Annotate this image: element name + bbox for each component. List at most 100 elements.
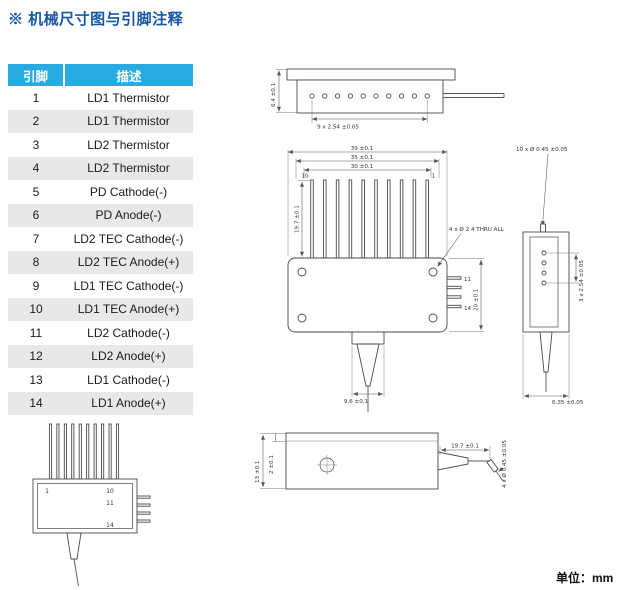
- dim-mid-width: 35 ±0.1: [295, 155, 440, 179]
- bottom-view-mount-hole: [317, 455, 337, 475]
- page-title: ※ 机械尺寸图与引脚注释: [8, 11, 184, 28]
- mount-hole-callout: 4 x Ø 2.4 THRU ALL: [437, 226, 505, 267]
- table-row: 8 LD2 TEC Anode(+): [8, 250, 193, 274]
- dim-pin-pitch: 9 x 2.54 ±0.05: [311, 100, 428, 131]
- front-view-side-pins: [446, 276, 462, 309]
- pin-description: LD2 Thermistor: [87, 161, 170, 176]
- dim-lid-offset: 2 ±0.1: [269, 433, 286, 474]
- pin10-label: 10: [301, 174, 309, 180]
- pin-table-header-desc: 描述: [64, 64, 193, 86]
- pin-diameter-callout: 10 x Ø 0.45 ±0.05: [516, 146, 568, 227]
- dim-body-height: 20 ±0.1: [449, 258, 484, 332]
- pin-description: LD2 Anode(+): [91, 349, 166, 364]
- dim-label-lid-offset: 2 ±0.1: [269, 455, 275, 474]
- pin-description: LD2 Cathode(-): [87, 325, 170, 340]
- pin-map-body-inner: [37, 483, 133, 529]
- dim-label-depth: 6.35 ±0.05: [552, 400, 584, 406]
- table-row: 5 PD Cathode(-): [8, 180, 193, 204]
- dim-label-body-height: 20 ±0.1: [474, 288, 480, 311]
- pin-number: 14: [29, 396, 43, 411]
- pin-map-pin1-label: 1: [45, 488, 49, 495]
- dim-label-pin-diameter: 10 x Ø 0.45 ±0.05: [516, 146, 568, 153]
- front-view-body: [287, 257, 448, 333]
- pin-description: LD1 Anode(+): [91, 396, 166, 411]
- pin-map-side-pins: [136, 495, 151, 523]
- side-view-body: [522, 231, 570, 333]
- dim-inner-width: 30 ±0.1: [303, 164, 432, 179]
- table-row: 13 LD1 Cathode(-): [8, 368, 193, 392]
- pin-map-nose: [66, 532, 82, 587]
- top-view-drawing: 9 x 2.54 ±0.05 6.4 ±0.1: [271, 68, 505, 131]
- table-row: 12 LD2 Anode(+): [8, 344, 193, 368]
- table-row: 1 LD1 Thermistor: [8, 86, 193, 110]
- front-view-drawing: 39 ±0.1 35 ±0.1 30 ±0.1 10 1: [287, 146, 505, 412]
- dim-label-side-pin-pitch: 3 x 2.54 ±0.05: [579, 260, 585, 302]
- bottom-view-drawing: 19.7 ±0.1 13 ±0.1 2 ±0.1 4 x Ø 0.45 ±0.0…: [255, 432, 508, 490]
- side-view-drawing: 10 x Ø 0.45 ±0.05 3 x 2.54 ±0.05: [516, 146, 585, 406]
- dim-label-side-pin-diameter: 4 x Ø 0.45 ±0.05: [501, 440, 508, 488]
- dim-bottom-height: 13 ±0.1: [255, 433, 286, 489]
- pin-number: 8: [32, 255, 40, 270]
- pin-map-body: [32, 478, 138, 534]
- top-view-pin-holes: [309, 93, 430, 99]
- pin-number: 4: [32, 161, 40, 176]
- side-view-nose: [539, 331, 553, 392]
- pin-description: LD1 TEC Cathode(-): [73, 278, 184, 293]
- pin-description: LD2 TEC Anode(+): [77, 255, 180, 270]
- pin-number: 3: [32, 137, 40, 152]
- top-view-fiber: [443, 93, 505, 98]
- bottom-view-fiber: [437, 451, 504, 482]
- pin-description: LD1 Thermistor: [87, 90, 170, 105]
- dim-label-mount-holes: 4 x Ø 2.4 THRU ALL: [449, 226, 505, 233]
- dim-side-pin-pitch: 3 x 2.54 ±0.05: [547, 252, 585, 302]
- pin-number: 13: [29, 372, 43, 387]
- table-row: 9 LD1 TEC Cathode(-): [8, 274, 193, 298]
- pin-map-drawing: 1 10 11 14: [32, 423, 151, 587]
- front-view-nose: [351, 331, 385, 412]
- side-view-pin-stub: [540, 223, 546, 233]
- dim-label-mid-width: 35 ±0.1: [351, 155, 374, 161]
- pin-map-pin11-label: 11: [106, 500, 114, 507]
- pin-number: 2: [32, 114, 40, 129]
- pin-table-header-row: 引脚 描述: [8, 64, 193, 86]
- pin-description: LD1 Cathode(-): [87, 372, 170, 387]
- dim-label-overall-width: 39 ±0.1: [351, 146, 374, 152]
- dim-nose-width: 9.6 ±0.1: [344, 346, 385, 405]
- pin-table-header-pin: 引脚: [8, 64, 65, 86]
- pin-description: PD Anode(-): [95, 208, 162, 223]
- table-row: 10 LD1 TEC Anode(+): [8, 297, 193, 321]
- side-pin-diameter-callout: 4 x Ø 0.45 ±0.05: [498, 440, 508, 488]
- table-row: 14 LD1 Anode(+): [8, 391, 193, 415]
- pin-map-pin14-label: 14: [106, 522, 114, 529]
- pin-number: 11: [29, 325, 43, 340]
- unit-label: 单位：mm: [556, 571, 614, 585]
- table-row: 4 LD2 Thermistor: [8, 156, 193, 180]
- pin-number: 5: [32, 184, 40, 199]
- pin-number: 9: [32, 278, 40, 293]
- dim-overall-width: 39 ±0.1: [287, 146, 448, 256]
- side-view-body-inner: [529, 236, 559, 328]
- dim-label-pin-pitch: 9 x 2.54 ±0.05: [317, 125, 359, 131]
- pin-number: 7: [32, 231, 40, 246]
- dim-depth: 6.35 ±0.05: [522, 334, 584, 406]
- side-view-pin-ends: [541, 250, 547, 286]
- pin-map-top-pins: [48, 423, 120, 480]
- dim-label-pin-length: 19.7 ±0.1: [295, 205, 301, 233]
- pin-number: 1: [32, 90, 40, 105]
- table-row: 11 LD2 Cathode(-): [8, 321, 193, 345]
- pin-number: 10: [29, 302, 43, 317]
- dim-snout-length: 19.7 ±0.1: [439, 444, 491, 459]
- dim-label-snout-length: 19.7 ±0.1: [451, 444, 479, 450]
- top-view-body: [296, 79, 444, 114]
- pin-number: 6: [32, 208, 40, 223]
- pin-number: 12: [29, 349, 43, 364]
- pin-description: LD1 TEC Anode(+): [77, 302, 180, 317]
- pin-description: PD Cathode(-): [89, 184, 168, 199]
- front-view-mount-holes: [297, 267, 438, 323]
- dim-label-inner-width: 30 ±0.1: [351, 164, 374, 170]
